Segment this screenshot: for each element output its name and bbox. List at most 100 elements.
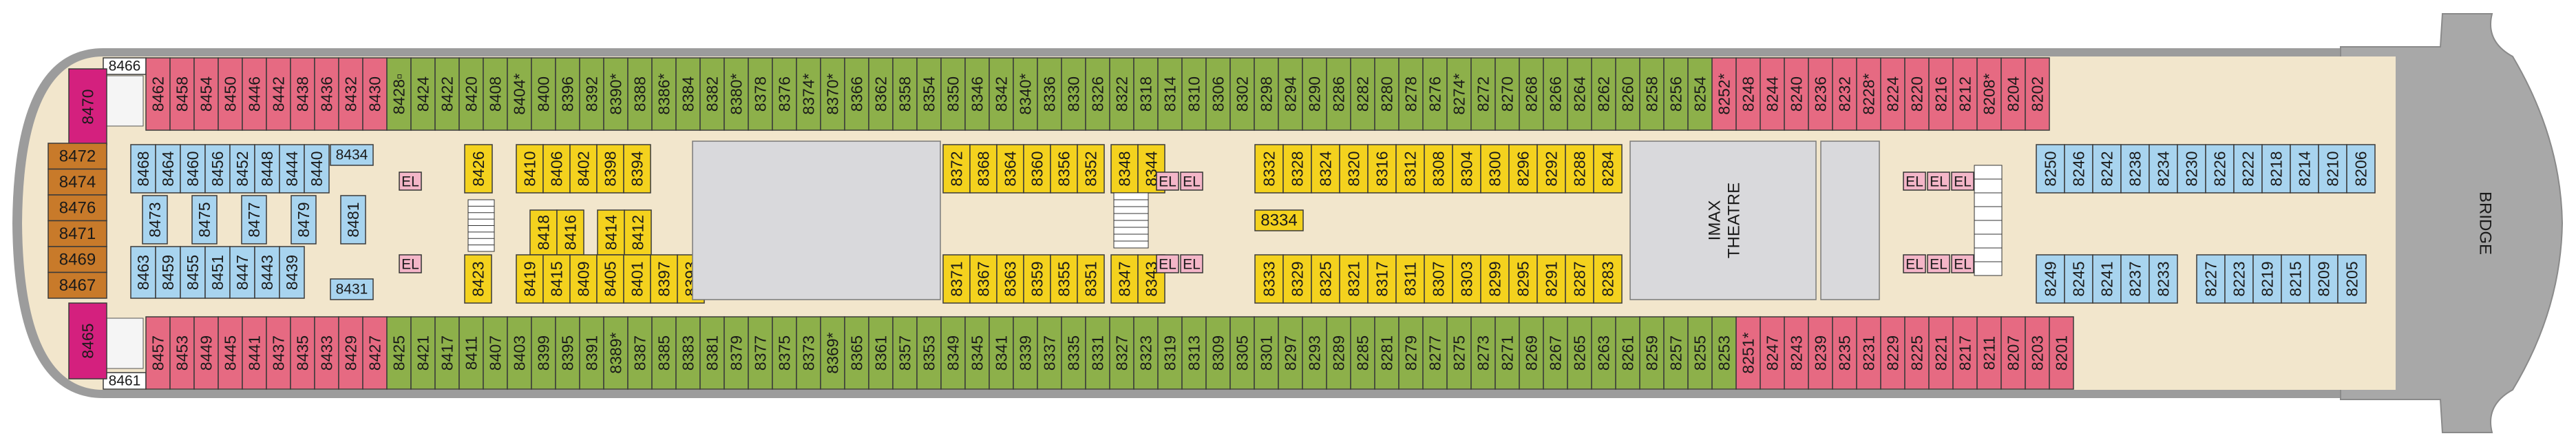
aft-inner-8475[interactable]: 8475 (191, 195, 218, 245)
bottom-cabin-8411-box[interactable] (458, 316, 484, 390)
bottom-cabin-8265-box[interactable] (1567, 316, 1592, 390)
aft-inner-8431-box[interactable] (330, 278, 374, 300)
top-cabin-8280-box[interactable] (1374, 57, 1400, 131)
top-cabin-8420-box[interactable] (458, 57, 484, 131)
top-cabin-8294-box[interactable] (1278, 57, 1303, 131)
mid3-8287-box[interactable] (1565, 254, 1594, 304)
top-cabin-8422-box[interactable] (434, 57, 460, 131)
mid1-8401-box[interactable] (623, 254, 651, 304)
bottom-cabin-8261-box[interactable] (1615, 316, 1640, 390)
bottom-cabin-8259[interactable]: 8259 (1639, 316, 1665, 390)
fwd-inner-8249[interactable]: 8249 (2036, 254, 2065, 304)
elevator-8[interactable]: EL (1951, 171, 1974, 191)
mid3-8328[interactable]: 8328 (1282, 144, 1312, 194)
aft-inner-8473[interactable]: 8473 (142, 195, 168, 245)
aft-inner-8481[interactable]: 8481 (340, 195, 366, 245)
top-cabin-8432[interactable]: 8432 (338, 57, 363, 131)
top-cabin-8212[interactable]: 8212 (1952, 57, 1978, 131)
mid2-8363-box[interactable] (996, 254, 1024, 304)
mid3-8296-box[interactable] (1508, 144, 1538, 194)
mid3-8307-box[interactable] (1424, 254, 1453, 304)
bottom-cabin-8207[interactable]: 8207 (2000, 316, 2026, 390)
mid3-8307[interactable]: 8307 (1424, 254, 1453, 304)
top-cabin-8232[interactable]: 8232 (1832, 57, 1857, 131)
top-cabin-8266[interactable]: 8266 (1543, 57, 1568, 131)
bottom-cabin-8269-box[interactable] (1519, 316, 1544, 390)
mid2-8348[interactable]: 8348 (1110, 144, 1139, 194)
aft-inner-8479-box[interactable] (291, 195, 317, 245)
mid3-8295[interactable]: 8295 (1508, 254, 1538, 304)
fwd-inner-8234[interactable]: 8234 (2149, 144, 2178, 194)
top-cabin-8326[interactable]: 8326 (1085, 57, 1110, 131)
top-cabin-8248-box[interactable] (1735, 57, 1761, 131)
mid3-8300-box[interactable] (1480, 144, 1510, 194)
bottom-cabin-8383-box[interactable] (675, 316, 701, 390)
bottom-cabin-8253[interactable]: 8253 (1711, 316, 1737, 390)
aft-inner-8448-box[interactable] (254, 144, 280, 194)
bottom-cabin-8391[interactable]: 8391 (579, 316, 604, 390)
bottom-cabin-8381[interactable]: 8381 (699, 316, 725, 390)
bottom-cabin-8277-box[interactable] (1422, 316, 1448, 390)
top-cabin-8282-box[interactable] (1350, 57, 1375, 131)
top-cabin-8286-box[interactable] (1326, 57, 1351, 131)
bottom-cabin-8225-box[interactable] (1904, 316, 1930, 390)
mid2-8356-box[interactable] (1050, 144, 1078, 194)
bottom-cabin-8385-box[interactable] (651, 316, 677, 390)
aft-inner-8475-box[interactable] (191, 195, 218, 245)
mid3-8284[interactable]: 8284 (1593, 144, 1623, 194)
elevator-box-12[interactable] (1951, 254, 1974, 273)
elevator-2[interactable]: EL (1156, 171, 1179, 191)
aft-inner-8459[interactable]: 8459 (155, 246, 181, 299)
top-cabin-8420[interactable]: 8420 (458, 57, 484, 131)
top-cabin-8400-box[interactable] (531, 57, 556, 131)
bottom-cabin-8387[interactable]: 8387 (627, 316, 653, 390)
aft-inner-8447-box[interactable] (229, 246, 255, 299)
bottom-cabin-8425[interactable]: 8425 (386, 316, 412, 390)
bottom-cabin-8379[interactable]: 8379 (724, 316, 749, 390)
aft-inner-8448[interactable]: 8448 (254, 144, 280, 194)
mid3-8288-box[interactable] (1565, 144, 1594, 194)
aft-inner-8468-box[interactable] (130, 144, 156, 194)
aft-inner-8456[interactable]: 8456 (204, 144, 231, 194)
bottom-cabin-8361-box[interactable] (868, 316, 894, 390)
top-cabin-8362-box[interactable] (868, 57, 894, 131)
bottom-cabin-8429-box[interactable] (338, 316, 363, 390)
bottom-cabin-8331[interactable]: 8331 (1085, 316, 1110, 390)
bottom-cabin-8457[interactable]: 8457 (145, 316, 171, 390)
mid3-8329[interactable]: 8329 (1282, 254, 1312, 304)
bottom-cabin-8305[interactable]: 8305 (1229, 316, 1255, 390)
bottom-cabin-8445[interactable]: 8445 (218, 316, 243, 390)
top-cabin-8326-box[interactable] (1085, 57, 1110, 131)
bottom-cabin-8229-box[interactable] (1880, 316, 1905, 390)
fwd-inner-8209[interactable]: 8209 (2309, 254, 2339, 304)
suite-8467-box[interactable] (47, 271, 107, 299)
bottom-cabin-8279[interactable]: 8279 (1398, 316, 1424, 390)
bottom-cabin-8281-box[interactable] (1374, 316, 1400, 390)
fwd-inner-8246-box[interactable] (2064, 144, 2093, 194)
aft-inner-8451-box[interactable] (204, 246, 231, 299)
top-cabin-8310[interactable]: 8310 (1181, 57, 1207, 131)
suite-8471-box[interactable] (47, 220, 107, 247)
aft-inner-8444-box[interactable] (279, 144, 305, 194)
fwd-inner-8223[interactable]: 8223 (2224, 254, 2254, 304)
bottom-cabin-8377-box[interactable] (748, 316, 773, 390)
bottom-cabin-8275-box[interactable] (1446, 316, 1472, 390)
bottom-cabin-8263[interactable]: 8263 (1591, 316, 1616, 390)
top-cabin-8318-box[interactable] (1133, 57, 1159, 131)
fwd-inner-8227[interactable]: 8227 (2196, 254, 2226, 304)
bottom-cabin-8357[interactable]: 8357 (892, 316, 918, 390)
suite-8469-box[interactable] (47, 246, 107, 273)
bottom-cabin-8257-box[interactable] (1663, 316, 1689, 390)
aft-inner-8443[interactable]: 8443 (254, 246, 280, 299)
aft-inner-8431[interactable]: 8431 (330, 278, 374, 300)
top-cabin-8462-box[interactable] (145, 57, 171, 131)
mid1-8409[interactable]: 8409 (569, 254, 598, 304)
bottom-cabin-8341[interactable]: 8341 (989, 316, 1014, 390)
elevator-box-4[interactable] (1156, 254, 1179, 273)
mid3-8321[interactable]: 8321 (1339, 254, 1369, 304)
top-cabin-8254-box[interactable] (1687, 57, 1713, 131)
mid2-8367[interactable]: 8367 (969, 254, 997, 304)
top-cabin-8258-box[interactable] (1639, 57, 1665, 131)
top-cabin-8442-box[interactable] (266, 57, 291, 131)
fwd-inner-8205[interactable]: 8205 (2337, 254, 2367, 304)
